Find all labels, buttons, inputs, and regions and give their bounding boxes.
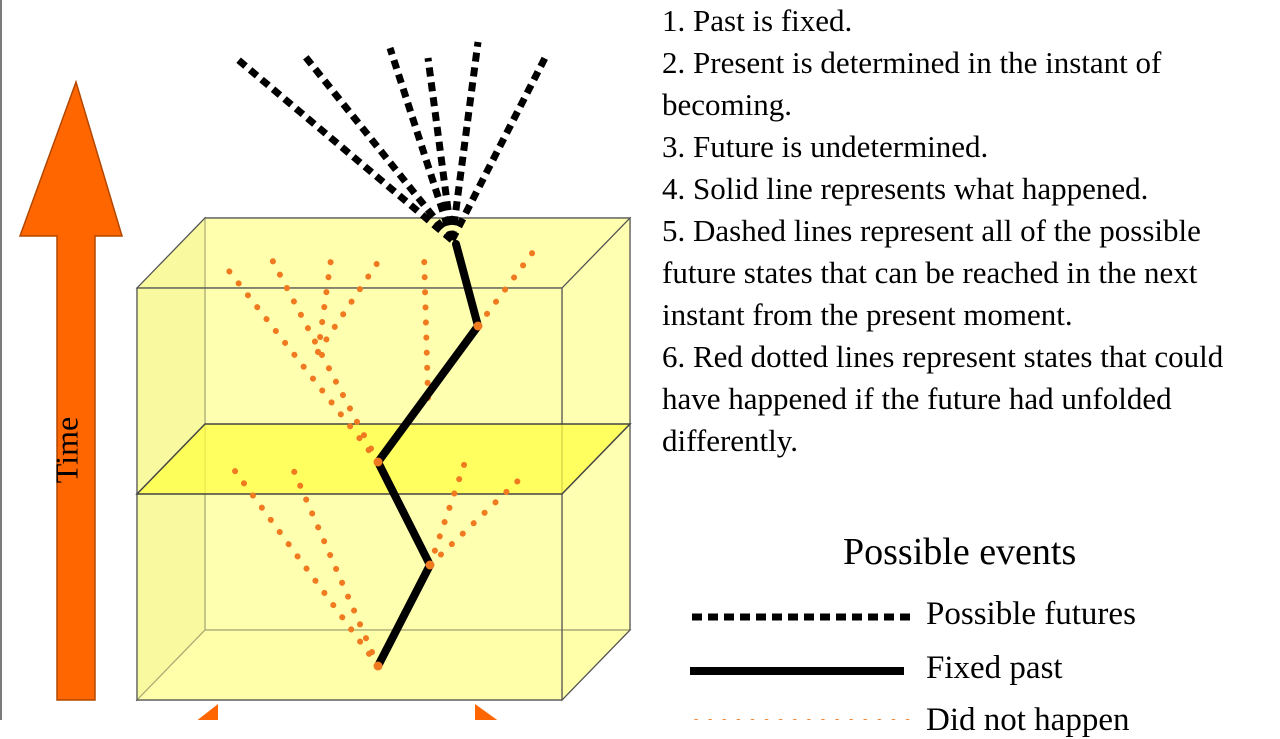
time-axis-label: Time (48, 416, 85, 484)
future-line (233, 55, 455, 243)
box-top-face (135, 217, 632, 289)
alt-line (229, 464, 381, 669)
note-item: 6. Red dotted lines represent states tha… (662, 339, 1224, 458)
legend-label-possible-futures: Possible futures (926, 596, 1136, 632)
event-node (373, 661, 383, 671)
notes-list: 1. Past is fixed. 2. Present is determin… (662, 0, 1272, 462)
note-item: 1. Past is fixed. (662, 3, 853, 38)
alt-line (427, 474, 525, 568)
future-line (424, 57, 456, 241)
future-line (301, 52, 455, 243)
legend-label-did-not-happen: Did not happen (926, 702, 1130, 738)
future-line (386, 46, 456, 242)
alt-line (315, 259, 381, 355)
note-item: 5. Dashed lines represent all of the pos… (662, 213, 1201, 332)
note-item: 4. Solid line represents what happened. (662, 171, 1149, 206)
note-item: 2. Present is determined in the instant … (662, 45, 1162, 122)
future-line (448, 54, 550, 242)
alt-line (265, 249, 381, 465)
alt-line (219, 259, 381, 465)
left-border (0, 0, 2, 720)
event-node (373, 457, 383, 467)
legend-title: Possible events (843, 531, 1077, 573)
event-node (473, 321, 483, 331)
diagram-canvas (18, 41, 915, 720)
future-line (448, 41, 482, 241)
alt-line (421, 249, 431, 401)
event-node (425, 560, 435, 570)
time-arrow (18, 79, 124, 701)
bottom-arrow-left (197, 704, 218, 720)
alt-line (427, 459, 468, 568)
alternative-paths (219, 249, 536, 669)
legend-samples (690, 613, 915, 720)
alt-line (475, 249, 536, 329)
note-item: 3. Future is undetermined. (662, 129, 989, 164)
possible-futures-paths (233, 41, 550, 243)
legend-label-fixed-past: Fixed past (926, 650, 1063, 686)
bottom-arrow-right (475, 704, 498, 720)
event-nodes (373, 321, 483, 671)
alt-line (315, 249, 335, 355)
